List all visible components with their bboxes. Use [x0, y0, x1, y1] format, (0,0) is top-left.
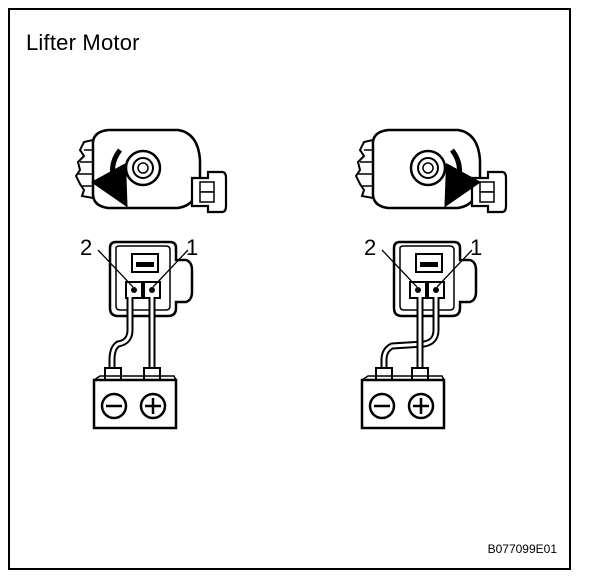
terminal-label-1: 1 — [186, 235, 198, 260]
motor-icon — [74, 128, 228, 214]
left-setup: 2 1 — [74, 128, 228, 430]
rotation-arrow-icon — [90, 148, 128, 208]
figure-title: Lifter Motor — [26, 30, 140, 55]
rotation-arrow-icon — [444, 148, 482, 208]
figure-code: B077099E01 — [487, 542, 557, 556]
terminal-label-2: 2 — [80, 235, 92, 260]
battery-icon — [92, 367, 178, 430]
connector-icon — [392, 240, 478, 318]
terminal-label-2: 2 — [364, 235, 376, 260]
right-setup: 2 1 — [354, 128, 508, 430]
battery-icon — [360, 367, 446, 430]
terminal-label-1: 1 — [470, 235, 482, 260]
motor-icon — [354, 128, 508, 214]
